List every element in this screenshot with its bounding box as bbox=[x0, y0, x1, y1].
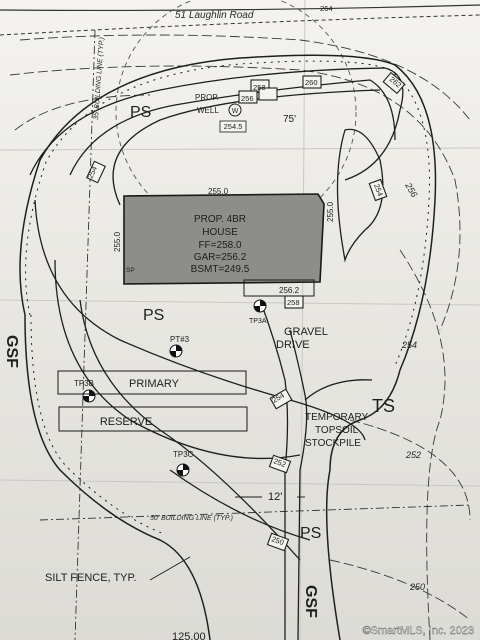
contour-tags bbox=[86, 71, 406, 552]
test-pit-pt3: PT#3 bbox=[170, 335, 190, 344]
ts-label: TS bbox=[372, 396, 395, 416]
contour-250: 250 bbox=[270, 534, 285, 547]
contour-plain-256: 256 bbox=[403, 180, 420, 199]
house-line2: HOUSE bbox=[202, 227, 238, 238]
silt-fence-leader bbox=[149, 556, 191, 581]
well-label-line2: WELL bbox=[197, 106, 219, 115]
contour-254b: 254 bbox=[372, 183, 385, 198]
test-pit-tp3a: TP3A bbox=[249, 318, 267, 325]
building-line-bottom: 50' BUILDING LINE (TYP.) bbox=[150, 515, 233, 522]
house-line3: FF=258.0 bbox=[198, 240, 242, 251]
contour-256: 256 bbox=[241, 94, 254, 103]
road-label: 51 Laughlin Road bbox=[175, 10, 254, 21]
house-corner-sp: SP bbox=[126, 267, 135, 274]
gsf-label-bottom: GSF bbox=[302, 585, 319, 618]
driveway-line1: GRAVEL bbox=[284, 326, 328, 338]
proposed-house bbox=[123, 193, 325, 297]
building-lines bbox=[39, 29, 471, 640]
ps-label-mid: PS bbox=[143, 307, 164, 324]
well-symbol: W bbox=[232, 108, 239, 115]
house-line4: GAR=256.2 bbox=[194, 252, 247, 263]
spot-elev-garage: 256.2 bbox=[279, 286, 300, 295]
contour-plain-254: 254 bbox=[401, 340, 417, 350]
spot-elev-top: 255.0 bbox=[208, 187, 229, 196]
primary-label: PRIMARY bbox=[129, 378, 180, 390]
existing-contours bbox=[9, 34, 471, 640]
laughlin-road: 51 Laughlin Road bbox=[0, 4, 480, 36]
house-labels: PROP. 4BR HOUSE FF=258.0 GAR=256.2 BSMT=… bbox=[191, 214, 250, 275]
ps-label-bottom: PS bbox=[300, 525, 321, 542]
test-pit-tp3b: TP3B bbox=[74, 379, 94, 388]
gsf-label-left: GSF bbox=[3, 335, 20, 368]
well-radius bbox=[115, 0, 357, 233]
dim-12: 12' bbox=[268, 491, 282, 503]
contour-plain-252: 252 bbox=[405, 450, 421, 460]
contour-264: 264 bbox=[320, 4, 333, 13]
ps-label-top: PS bbox=[130, 104, 151, 121]
silt-fence-label: SILT FENCE, TYP. bbox=[45, 572, 137, 584]
dim-75: 75' bbox=[283, 114, 296, 125]
reserve-field bbox=[58, 406, 248, 432]
gravel-drive bbox=[259, 299, 373, 640]
contour-plain-250: 250 bbox=[409, 582, 425, 592]
well-elev: 254.5 bbox=[224, 122, 243, 131]
test-pit-tp3c: TP3C bbox=[173, 450, 194, 459]
house-line1: PROP. 4BR bbox=[194, 214, 246, 225]
contour-252: 252 bbox=[272, 456, 287, 469]
stockpile-line1: TEMPORARY bbox=[305, 412, 368, 423]
well-label-line1: PROP. bbox=[195, 93, 219, 102]
silt-fence-ticks bbox=[25, 60, 430, 535]
stockpile-line2: TOPSOIL bbox=[315, 425, 359, 436]
silt-fence-line bbox=[19, 54, 437, 640]
contour-258a: 258 bbox=[253, 83, 266, 92]
stockpile-line3: STOCKPILE bbox=[305, 438, 361, 449]
spot-elev-right: 255.0 bbox=[326, 201, 335, 222]
copyright-watermark: ©SmartMLS, Inc. 2023 bbox=[363, 625, 474, 637]
reserve-label: RESERVE bbox=[100, 416, 152, 428]
bottom-elev: 125.00 bbox=[172, 631, 206, 640]
driveway-line2: DRIVE bbox=[276, 339, 310, 351]
contour-260: 260 bbox=[305, 78, 318, 87]
well-icon bbox=[228, 103, 242, 117]
house-line5: BSMT=249.5 bbox=[191, 264, 250, 275]
primary-field bbox=[57, 370, 247, 395]
contour-258b: 258 bbox=[287, 298, 300, 307]
spot-elev-left: 255.0 bbox=[113, 231, 122, 252]
